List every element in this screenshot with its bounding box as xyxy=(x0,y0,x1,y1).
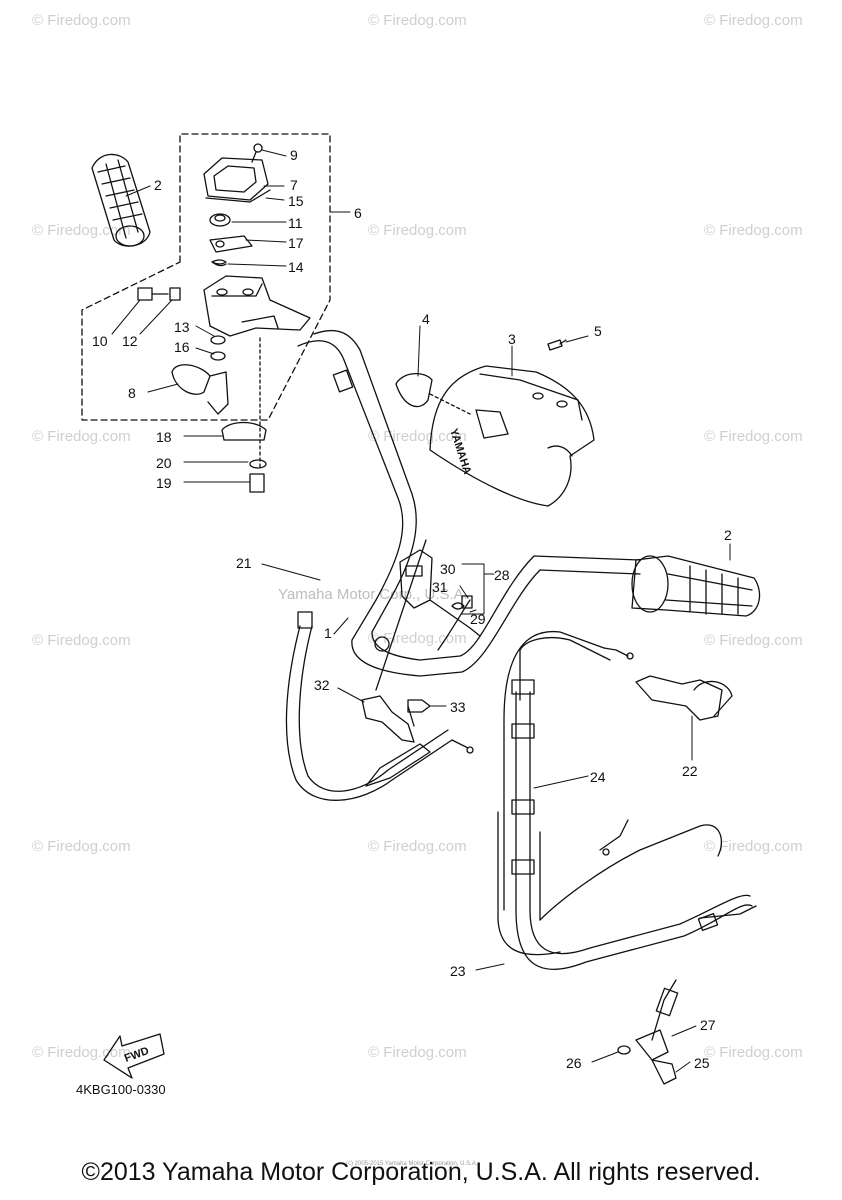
callout-2b: 2 xyxy=(724,527,732,543)
callout-2: 2 xyxy=(154,177,162,193)
callout-14: 14 xyxy=(288,259,304,275)
watermark: © Firedog.com xyxy=(368,838,467,855)
brake-cables xyxy=(497,630,757,970)
callout-10: 10 xyxy=(92,333,108,349)
callout-21: 21 xyxy=(236,555,252,571)
handlebar-cover xyxy=(395,339,595,507)
handlebar xyxy=(297,329,641,677)
screw-nut xyxy=(137,287,181,301)
washer-parts xyxy=(209,213,253,267)
parking-bracket xyxy=(617,979,679,1085)
tiny-credit: (c) 2005-2015 Yamaha Motor Corporation, … xyxy=(346,1161,478,1167)
watermark: © Firedog.com xyxy=(704,428,803,445)
watermark: © Firedog.com xyxy=(704,632,803,649)
watermark: © Firedog.com xyxy=(32,838,131,855)
watermark: © Firedog.com xyxy=(368,222,467,239)
callout-23: 23 xyxy=(450,963,466,979)
cover-brand-text: YAMAHA xyxy=(447,427,473,476)
leader-lines xyxy=(111,149,731,1073)
left-grip xyxy=(91,153,151,247)
part-code: 4KBG100-0330 xyxy=(76,1082,166,1097)
cable-clamp xyxy=(361,695,431,743)
callout-1: 1 xyxy=(324,625,332,641)
watermark: © Firedog.com xyxy=(32,632,131,649)
assembly-outline xyxy=(81,133,331,421)
throttle-housing-cover xyxy=(203,143,271,203)
callout-labels: 9 2 7 15 6 11 17 14 10 12 13 16 8 4 3 5 … xyxy=(92,147,732,1071)
callout-5: 5 xyxy=(594,323,602,339)
throttle-cable xyxy=(285,611,474,801)
callout-29: 29 xyxy=(470,611,486,627)
right-grip xyxy=(631,555,761,617)
callout-25: 25 xyxy=(694,1055,710,1071)
brake-lever xyxy=(635,675,733,721)
callout-20: 20 xyxy=(156,455,172,471)
callout-8: 8 xyxy=(128,385,136,401)
copyright-notice: ©2013 Yamaha Motor Corporation, U.S.A. A… xyxy=(81,1158,761,1186)
callout-28: 28 xyxy=(494,567,510,583)
callout-31: 31 xyxy=(432,579,448,595)
watermark: © Firedog.com xyxy=(368,12,467,29)
callout-9: 9 xyxy=(290,147,298,163)
callout-3: 3 xyxy=(508,331,516,347)
watermark: © Firedog.com xyxy=(368,1044,467,1061)
mid-watermark: Yamaha Motor Corp., U.S.A. xyxy=(278,586,468,603)
callout-32: 32 xyxy=(314,677,330,693)
watermark: © Firedog.com xyxy=(704,12,803,29)
callout-26: 26 xyxy=(566,1055,582,1071)
watermark: © Firedog.com xyxy=(704,1044,803,1061)
callout-7: 7 xyxy=(290,177,298,193)
callout-13: 13 xyxy=(174,319,190,335)
callout-4: 4 xyxy=(422,311,430,327)
watermark: © Firedog.com xyxy=(704,222,803,239)
callout-24: 24 xyxy=(590,769,606,785)
callout-6: 6 xyxy=(354,205,362,221)
callout-19: 19 xyxy=(156,475,172,491)
callout-27: 27 xyxy=(700,1017,716,1033)
clamp-bolt xyxy=(221,337,267,493)
fwd-arrow xyxy=(103,1033,165,1079)
callout-16: 16 xyxy=(174,339,190,355)
watermark: © Firedog.com xyxy=(32,428,131,445)
watermark: © Firedog.com xyxy=(32,12,131,29)
watermark: © Firedog.com xyxy=(32,222,131,239)
throttle-housing xyxy=(203,275,311,337)
callout-18: 18 xyxy=(156,429,172,445)
callout-30: 30 xyxy=(440,561,456,577)
callout-11: 11 xyxy=(288,215,303,231)
watermark: © Firedog.com xyxy=(704,838,803,855)
callout-15: 15 xyxy=(288,193,304,209)
watermark: © Firedog.com xyxy=(368,630,467,647)
fwd-text: FWD xyxy=(123,1045,151,1065)
callout-33: 33 xyxy=(450,699,466,715)
callout-12: 12 xyxy=(122,333,138,349)
throttle-lever xyxy=(171,364,229,415)
callout-17: 17 xyxy=(288,235,304,251)
callout-22: 22 xyxy=(682,763,698,779)
switch-assembly xyxy=(375,539,481,691)
